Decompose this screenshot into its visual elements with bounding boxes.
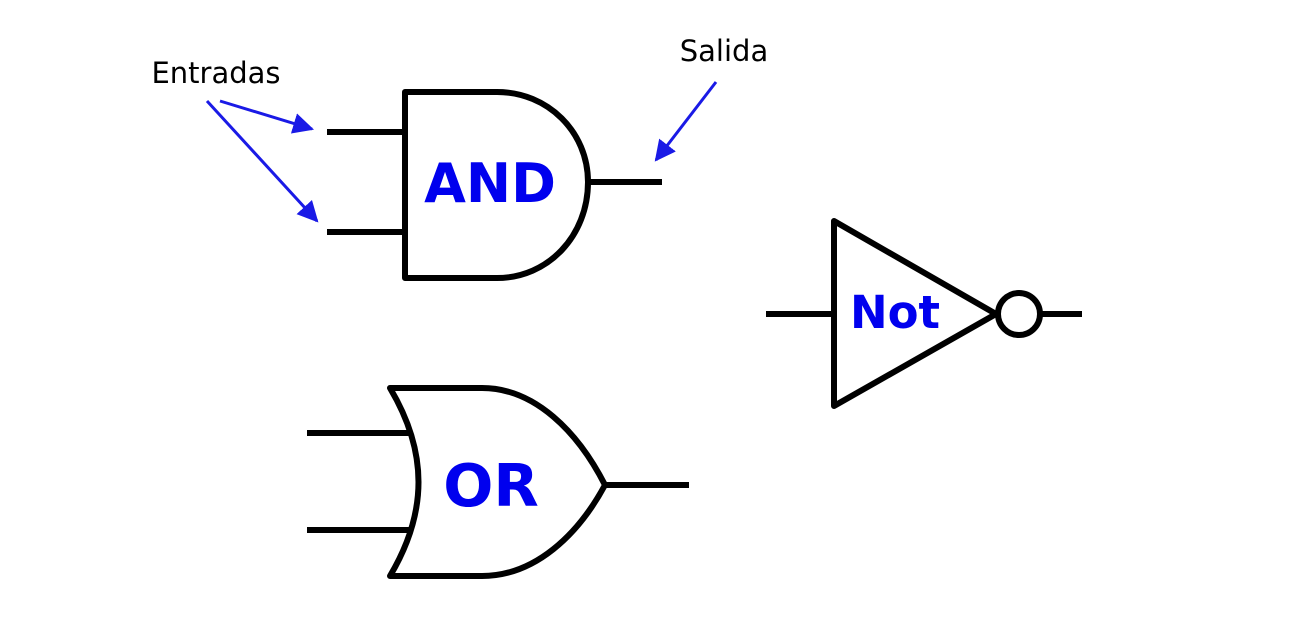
- or-gate-body: [387, 385, 608, 579]
- output-arrow: [654, 81, 718, 162]
- and-gate: AND: [327, 89, 662, 281]
- inputs-arrow-lower: [205, 99, 319, 223]
- not-gate: Not: [766, 218, 1082, 409]
- inputs-arrow-upper: [219, 99, 315, 134]
- inputs-annotation: Entradas: [151, 56, 319, 223]
- and-gate-label: AND: [424, 152, 556, 215]
- and-gate-body: [402, 89, 591, 281]
- inputs-annotation-label: Entradas: [151, 56, 280, 90]
- not-gate-label: Not: [850, 286, 940, 339]
- not-inversion-bubble: [995, 290, 1043, 338]
- not-gate-body: [831, 218, 999, 409]
- output-annotation: Salida: [654, 34, 768, 162]
- or-gate: OR: [307, 385, 689, 579]
- or-gate-label: OR: [443, 451, 539, 520]
- output-annotation-label: Salida: [680, 34, 768, 68]
